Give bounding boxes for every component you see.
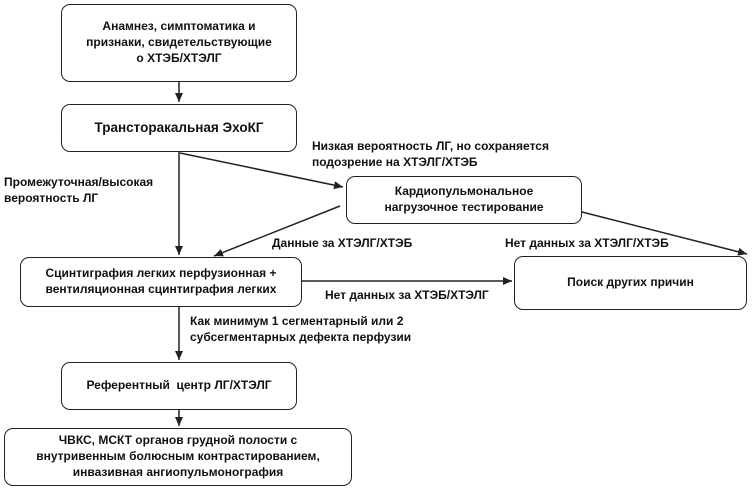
node-referral-center: Референтный центр ЛГ/ХТЭЛГ bbox=[61, 362, 297, 410]
node-history-symptoms: Анамнез, симптоматика и признаки, свидет… bbox=[61, 4, 297, 82]
label-low-probability: Низкая вероятность ЛГ, но сохраняется по… bbox=[312, 139, 549, 170]
node-cardiopulmonary-exercise-test: Кардиопульмональное нагрузочное тестиров… bbox=[346, 176, 582, 224]
arrow-echo-to-cpet bbox=[179, 152, 344, 190]
label-no-data-from-cpet: Нет данных за ХТЭЛГ/ХТЭБ bbox=[505, 236, 669, 250]
label-data-for-cteph: Данные за ХТЭЛГ/ХТЭБ bbox=[272, 236, 413, 250]
node-imaging-angiography: ЧВКС, МСКТ органов грудной полости с вну… bbox=[4, 428, 352, 486]
arrow-cpet-to-scintigraphy bbox=[213, 205, 341, 257]
arrow-cpet-to-other-causes bbox=[581, 211, 748, 256]
label-no-data-from-scintigraphy: Нет данных за ХТЭБ/ХТЭЛГ bbox=[325, 288, 489, 302]
node-transthoracic-echo: Трансторакальная ЭхоКГ bbox=[61, 104, 297, 152]
node-search-other-causes: Поиск других причин bbox=[514, 256, 747, 310]
node-lung-scintigraphy: Сцинтиграфия легких перфузионная + венти… bbox=[20, 257, 302, 307]
label-perfusion-defects: Как минимум 1 сегментарный или 2 субсегм… bbox=[190, 314, 412, 345]
label-intermediate-high-probability: Промежуточная/высокая вероятность ЛГ bbox=[4, 175, 154, 206]
